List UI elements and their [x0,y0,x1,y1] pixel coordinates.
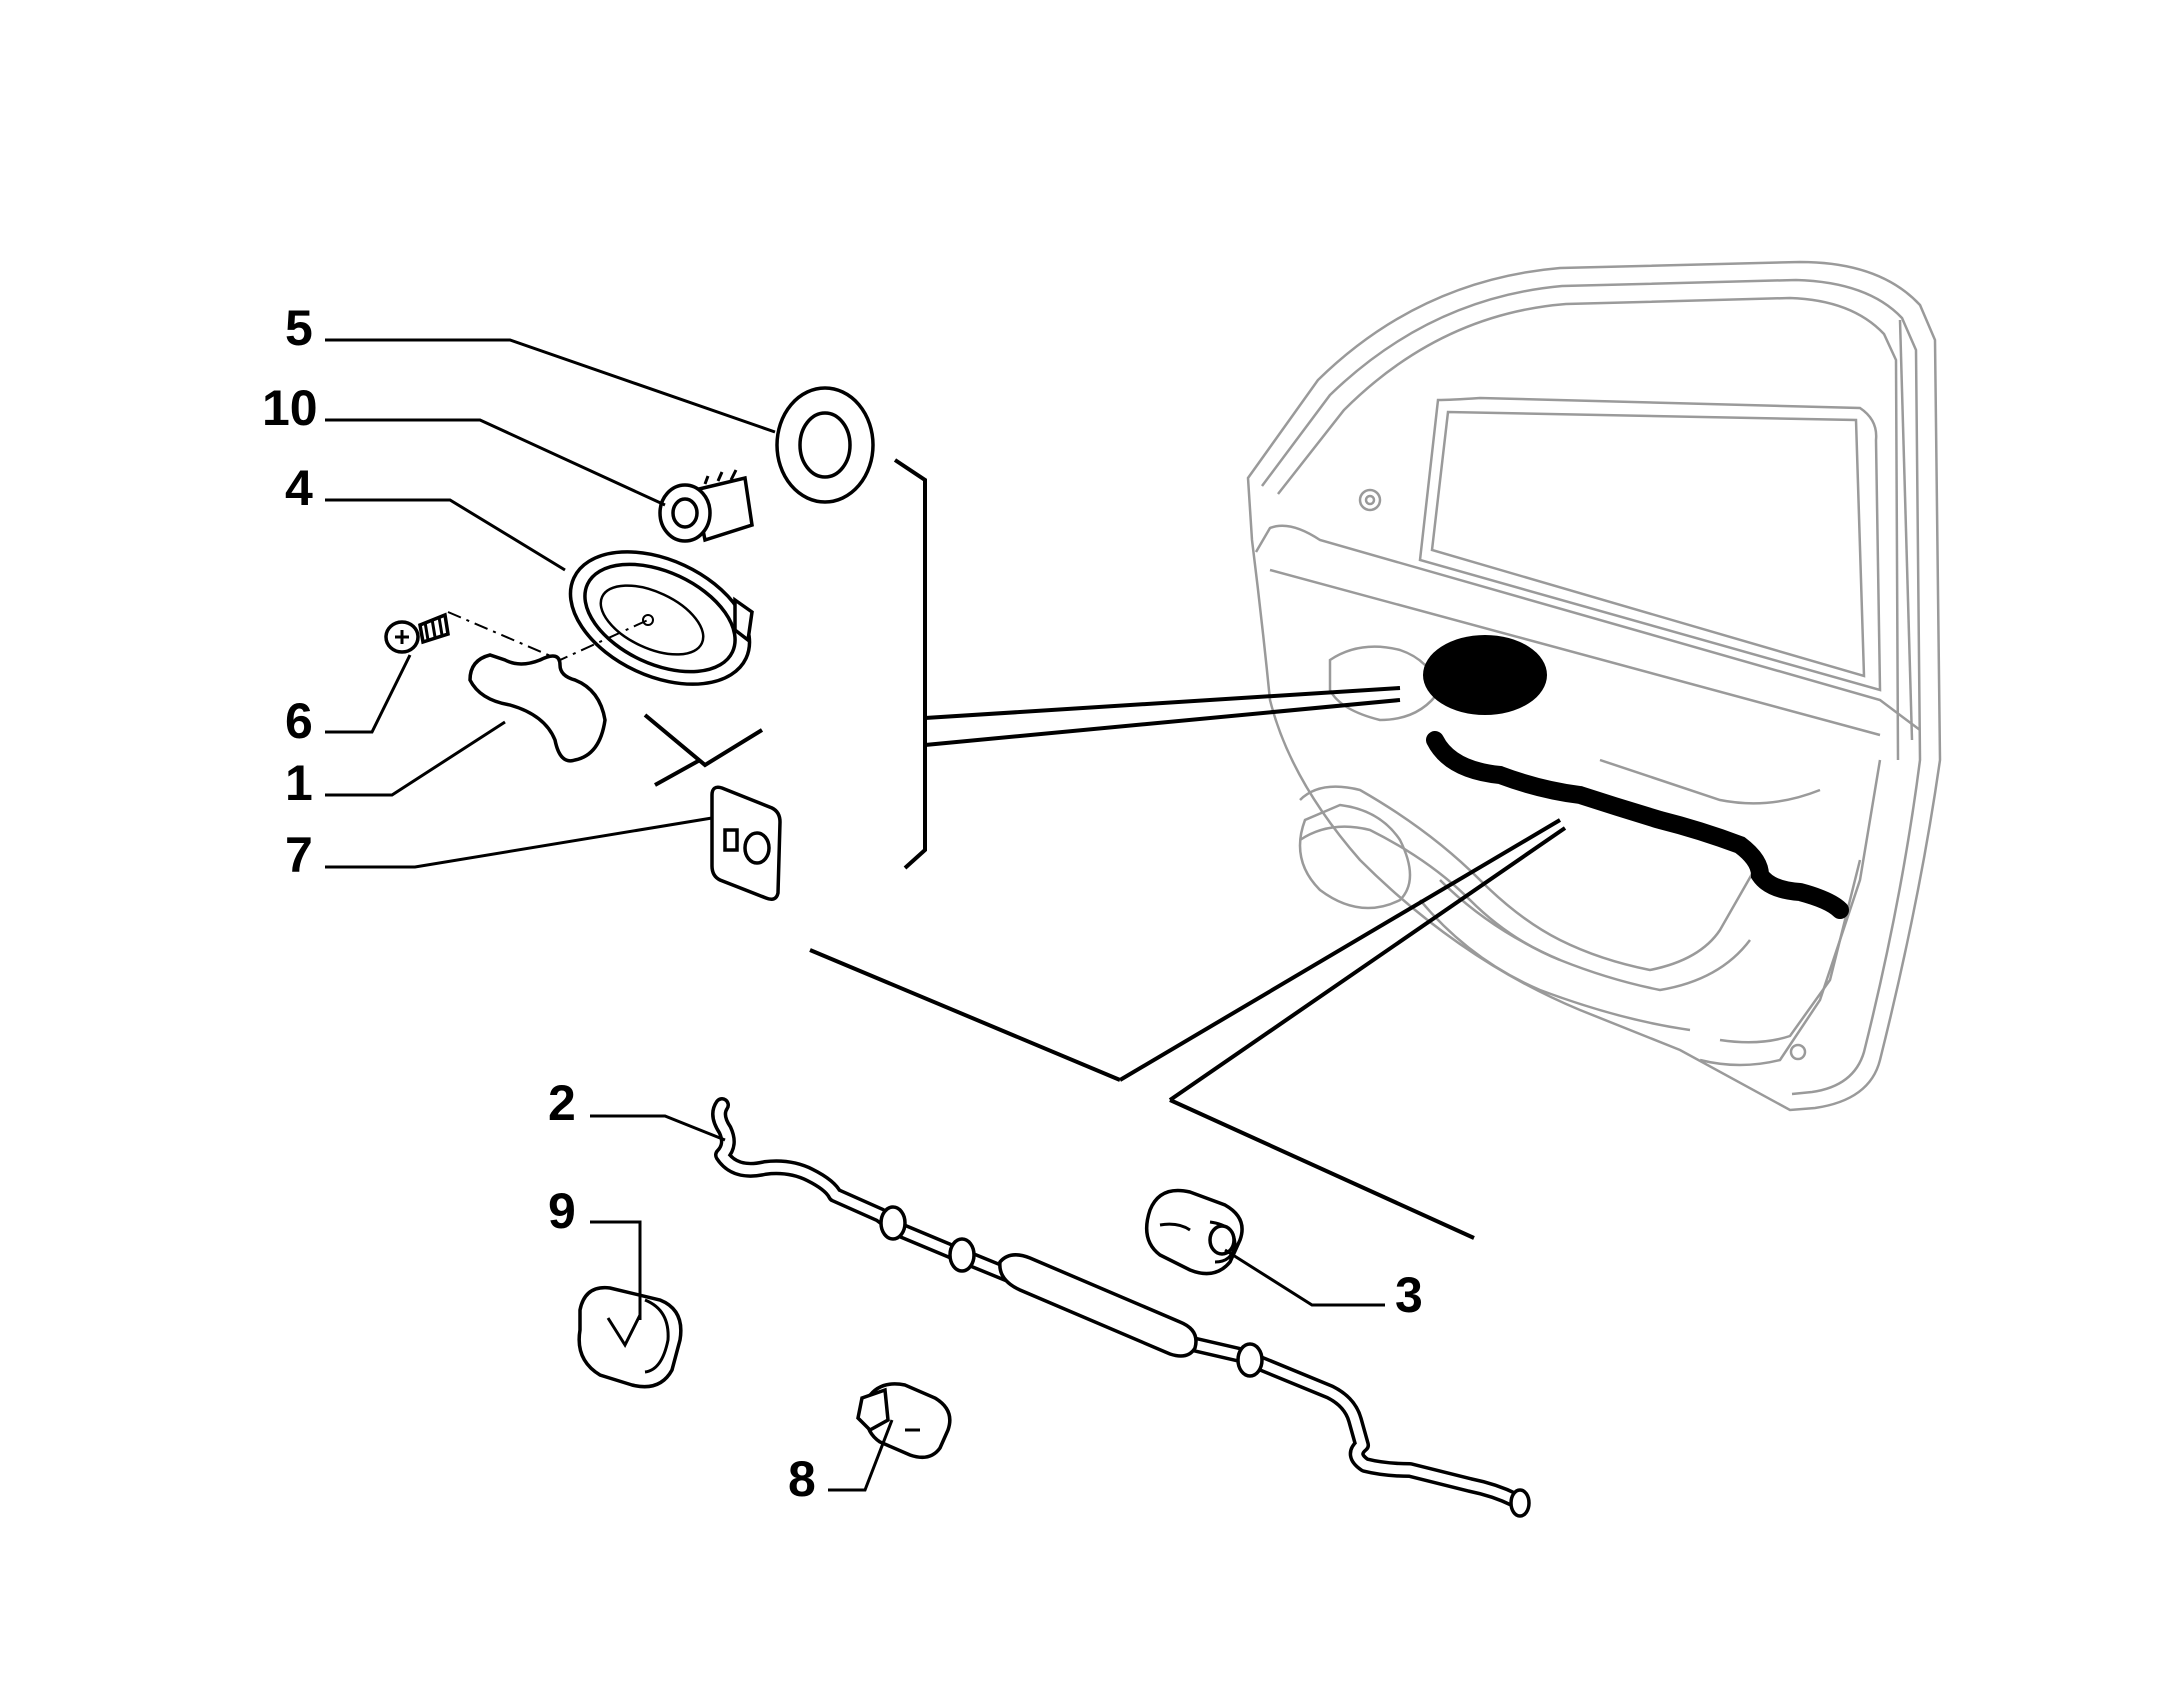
part-2-wiring-harness [711,1097,1531,1518]
car-door-drawing [1246,260,1942,1112]
callout-2-label: 2 [548,1075,576,1131]
callout-5-label: 5 [285,300,313,356]
callout-3-label: 3 [1395,1267,1423,1323]
retaining-clip [643,713,764,787]
callout-6-label: 6 [285,693,313,749]
part-1-foam-seal [468,653,607,763]
wiring-harness-location-mark [1426,731,1849,919]
part-8-hook-clip [856,1382,952,1460]
callout-8-label: 8 [788,1451,816,1507]
part-10-clip-rivet [658,469,754,543]
part-6-screw [384,612,450,654]
callout-4-label: 4 [285,460,313,516]
callout-9-label: 9 [548,1183,576,1239]
callout-7-label: 7 [285,827,313,883]
callout-1-label: 1 [285,755,313,811]
part-3-grommet [1144,1188,1244,1276]
part-9-cable-clip [577,1285,683,1389]
part-5-ring-gasket [775,386,875,504]
part-4-loudspeaker [568,550,754,686]
speaker-location-mark [1423,635,1547,715]
part-7-mounting-plate [710,785,782,901]
callout-leaders [325,338,1385,1492]
connection-lines [809,458,1567,1240]
callout-10-label: 10 [262,380,318,436]
